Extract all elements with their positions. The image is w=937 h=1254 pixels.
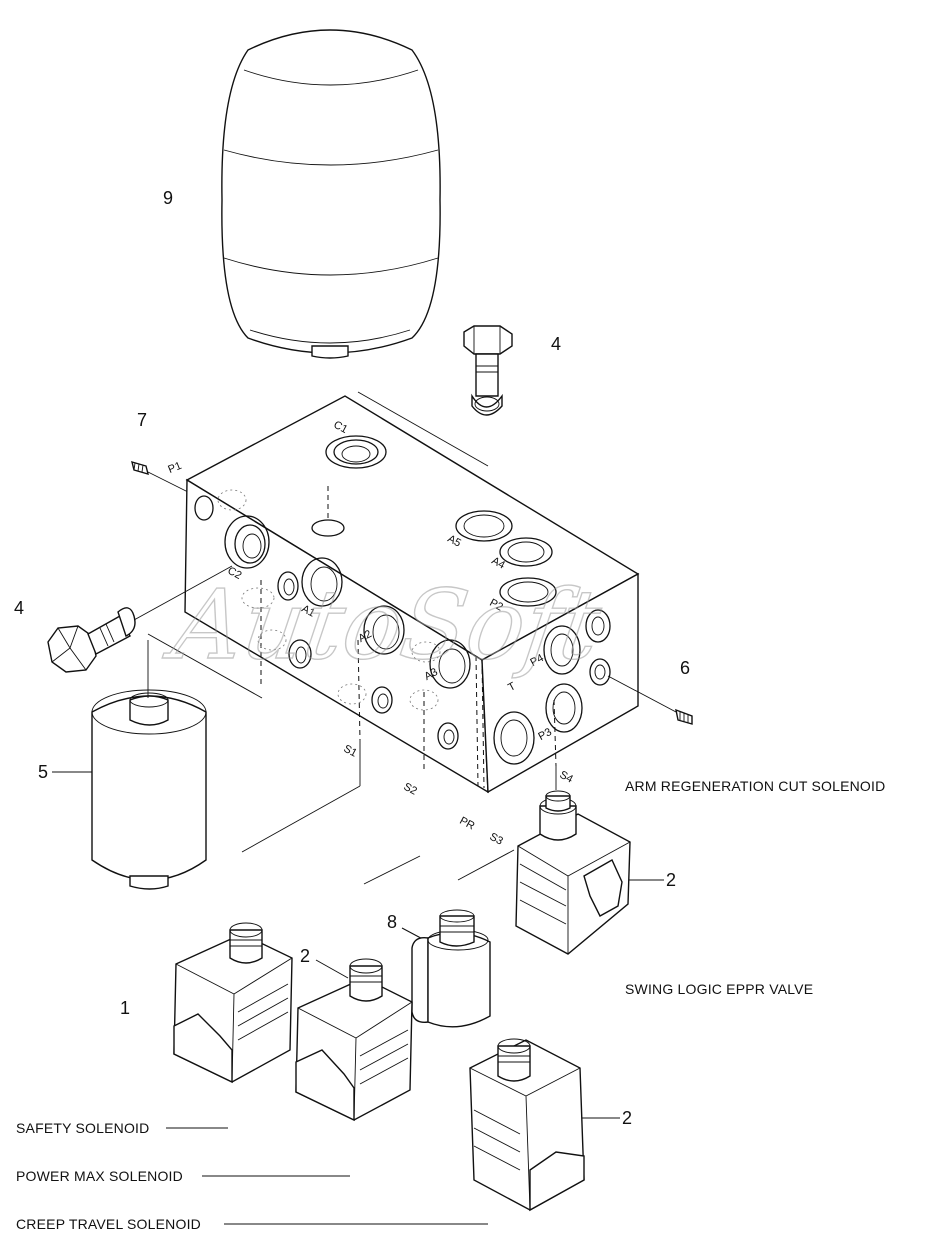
part-number-7: 7 bbox=[137, 410, 147, 430]
part-number-6: 6 bbox=[680, 658, 690, 678]
valve-block bbox=[184, 395, 640, 794]
set-screw-part-6 bbox=[607, 675, 693, 725]
port-label-p1: P1 bbox=[166, 460, 183, 476]
solenoid-safety-part-1 bbox=[173, 922, 293, 1084]
annotation-creep-travel-solenoid: CREEP TRAVEL SOLENOID bbox=[16, 1216, 201, 1232]
port-label-a3: A3 bbox=[422, 666, 440, 683]
accumulator-part-9 bbox=[221, 29, 441, 359]
port-label-p2: P2 bbox=[487, 597, 505, 614]
port-label-p4: P4 bbox=[528, 652, 546, 669]
annotation-safety-solenoid: SAFETY SOLENOID bbox=[16, 1120, 149, 1136]
solenoid-creep-travel bbox=[469, 1038, 585, 1212]
port-label-a4: A4 bbox=[489, 555, 507, 572]
port-label-s3: S3 bbox=[487, 831, 505, 848]
solenoid-arm-regeneration bbox=[515, 790, 631, 955]
part-number-2-bottom: 2 bbox=[622, 1108, 632, 1128]
part-number-4-left: 4 bbox=[14, 598, 24, 618]
eppr-valve-part-8 bbox=[411, 909, 491, 1028]
solenoid-power-max bbox=[295, 958, 413, 1122]
part-number-2-mid: 2 bbox=[300, 946, 310, 966]
port-label-pr: PR bbox=[457, 815, 476, 833]
part-number-5: 5 bbox=[38, 762, 48, 782]
watermark: AutoSoft bbox=[158, 568, 607, 680]
port-label-p3: P3 bbox=[536, 726, 554, 743]
port-label-s1: S1 bbox=[341, 743, 359, 760]
filter-part-5 bbox=[91, 640, 207, 890]
plug-bolt-part-4-left bbox=[47, 565, 233, 673]
annotation-power-max-solenoid: POWER MAX SOLENOID bbox=[16, 1168, 183, 1184]
part-number-2-right: 2 bbox=[666, 870, 676, 890]
port-label-a1: A1 bbox=[299, 603, 317, 620]
port-label-c1: C1 bbox=[331, 419, 349, 436]
port-label-c2: C2 bbox=[225, 565, 243, 582]
part-number-9: 9 bbox=[163, 188, 173, 208]
port-label-s2: S2 bbox=[401, 781, 419, 798]
part-number-4-top: 4 bbox=[551, 334, 561, 354]
plug-bolt-part-4-top bbox=[463, 325, 513, 416]
annotation-arm-regeneration-cut-solenoid: ARM REGENERATION CUT SOLENOID bbox=[625, 778, 885, 794]
part-number-1: 1 bbox=[120, 998, 130, 1018]
annotation-swing-logic-eppr-valve: SWING LOGIC EPPR VALVE bbox=[625, 981, 813, 997]
port-label-a2: A2 bbox=[356, 628, 374, 645]
port-label-t: T bbox=[506, 680, 518, 694]
port-label-a5: A5 bbox=[445, 533, 463, 550]
part-number-8: 8 bbox=[387, 912, 397, 932]
port-label-s4: S4 bbox=[557, 769, 575, 786]
